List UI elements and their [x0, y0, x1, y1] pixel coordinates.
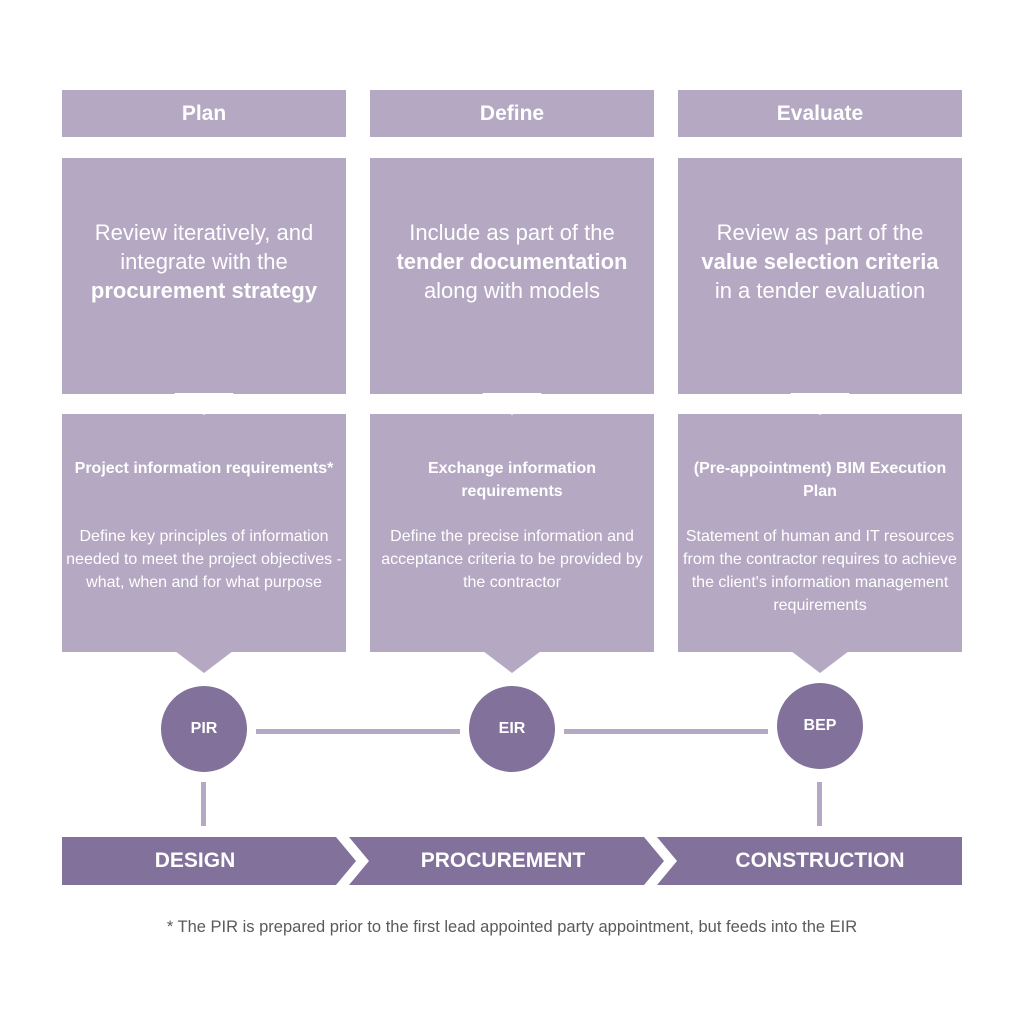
stage-chevron-procurement	[349, 837, 664, 885]
upper-text-bold: value selection criteria	[701, 249, 939, 274]
pointer-plan	[175, 651, 233, 673]
lower-panel-define: Exchange information requirements Define…	[370, 414, 654, 652]
connector-pir-design	[201, 782, 206, 826]
upper-text-pre: Review as part of the	[716, 220, 924, 245]
upper-panel-plan: Review iteratively, and integrate with t…	[62, 158, 346, 394]
upper-text-post: along with models	[423, 278, 601, 303]
notch-plan	[174, 393, 234, 415]
lower-desc-define: Define the precise information and accep…	[381, 528, 643, 591]
lower-title-define: Exchange information requirements	[427, 460, 597, 500]
lower-panel-evaluate: (Pre-appointment) BIM Execution Plan Sta…	[678, 414, 962, 652]
lower-desc-evaluate: Statement of human and IT resources from…	[683, 528, 957, 614]
footnote: * The PIR is prepared prior to the first…	[166, 918, 858, 936]
notch-define	[482, 393, 542, 415]
upper-panel-evaluate: Review as part of the value selection cr…	[678, 158, 962, 394]
node-eir: EIR	[469, 686, 555, 772]
stage-chevron-design	[62, 837, 356, 885]
upper-text-pre: Review iteratively, and integrate with t…	[94, 220, 314, 274]
stage-chevron-construction	[657, 837, 962, 885]
node-bep: BEP	[777, 683, 863, 769]
upper-text-bold: tender documentation	[396, 249, 628, 274]
lower-title-evaluate: (Pre-appointment) BIM Execution Plan	[693, 460, 947, 500]
stage-label-design: DESIGN	[154, 849, 236, 872]
column-header-define: Define	[370, 90, 654, 137]
lower-desc-plan: Define key principles of information nee…	[66, 528, 342, 591]
stage-label-construction: CONSTRUCTION	[735, 849, 905, 872]
lower-panel-plan: Project information requirements* Define…	[62, 414, 346, 652]
pointer-evaluate	[791, 651, 849, 673]
column-header-evaluate: Evaluate	[678, 90, 962, 137]
notch-evaluate	[790, 393, 850, 415]
stage-label-procurement: PROCUREMENT	[420, 849, 586, 872]
lower-title-plan: Project information requirements*	[74, 460, 334, 477]
upper-text-post: in a tender evaluation	[714, 278, 926, 303]
connector-eir-bep	[564, 729, 768, 734]
upper-text-pre: Include as part of the	[409, 220, 615, 245]
connector-bep-construction	[817, 782, 822, 826]
column-header-plan: Plan	[62, 90, 346, 137]
upper-text-bold: procurement strategy	[90, 278, 318, 303]
pointer-define	[483, 651, 541, 673]
upper-text-evaluate: Review as part of the value selection cr…	[688, 218, 952, 305]
node-pir: PIR	[161, 686, 247, 772]
upper-text-define: Include as part of the tender documentat…	[380, 218, 644, 305]
upper-panel-define: Include as part of the tender documentat…	[370, 158, 654, 394]
upper-text-plan: Review iteratively, and integrate with t…	[72, 218, 336, 305]
connector-pir-eir	[256, 729, 460, 734]
